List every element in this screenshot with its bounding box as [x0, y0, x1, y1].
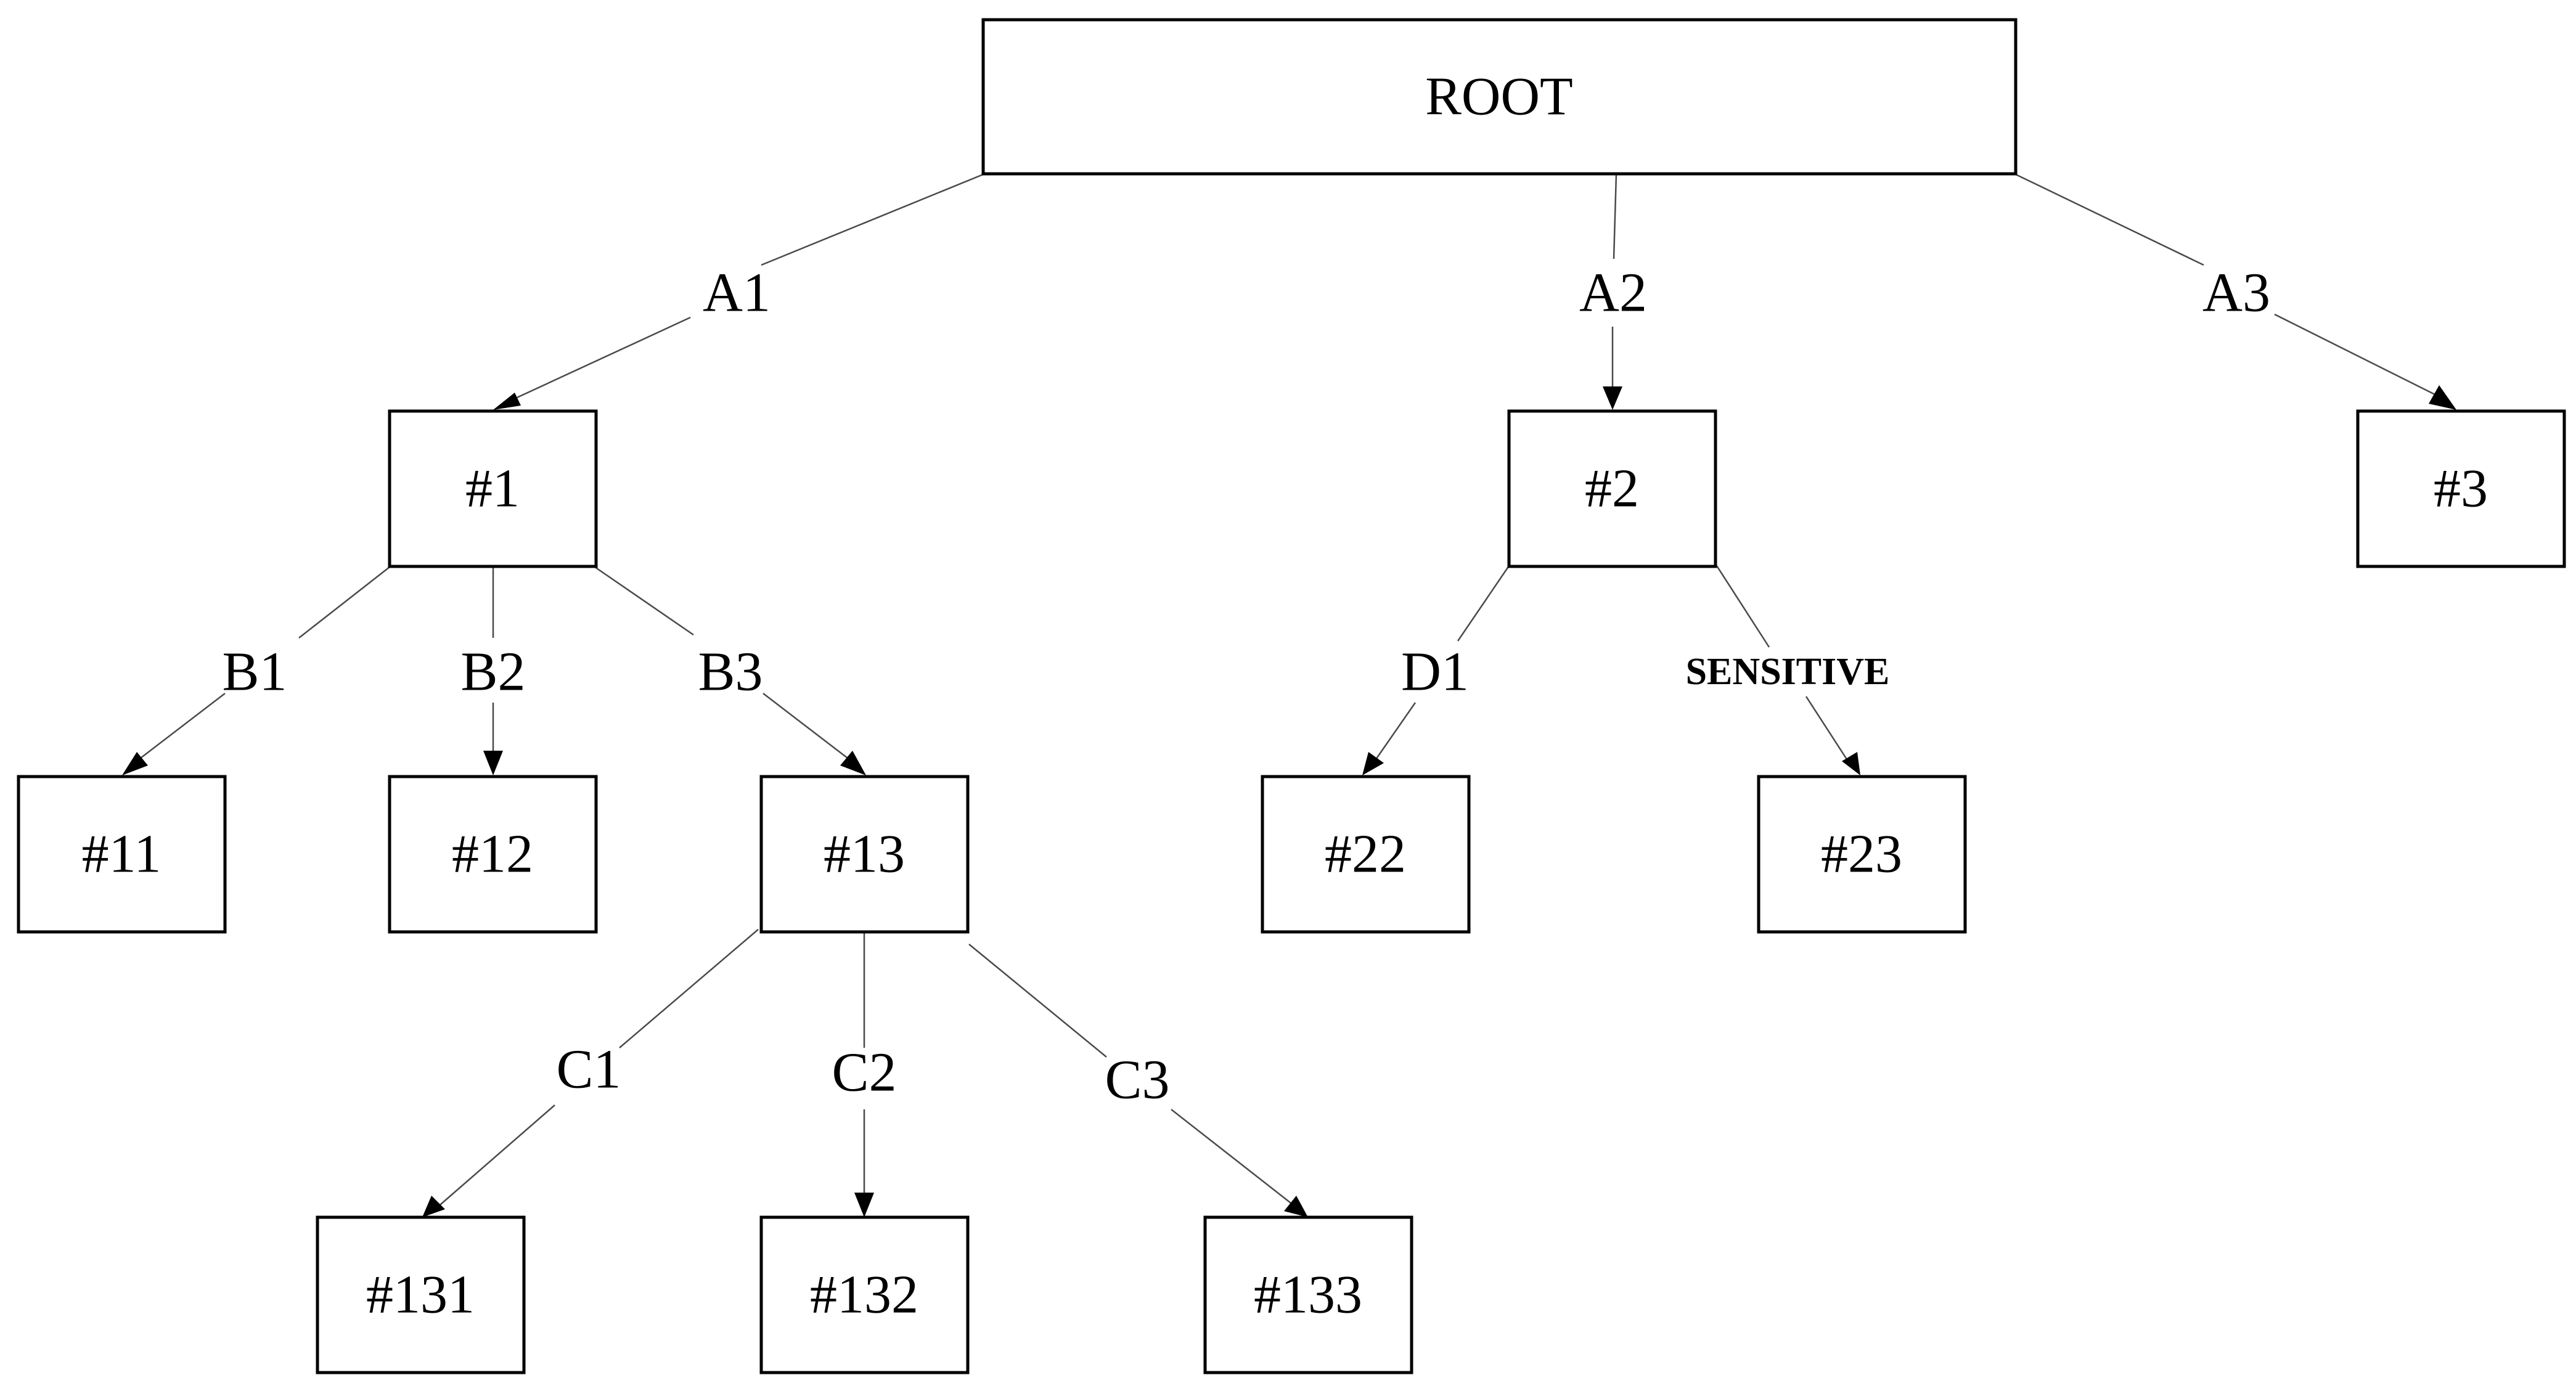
node-23-box [1757, 775, 1967, 934]
node-root: ROOT [981, 18, 2018, 176]
edge-c3-lower [1171, 1109, 1294, 1206]
node-1-label: #1 [465, 459, 520, 519]
edge-label-b2: B2 [460, 642, 525, 703]
edge-label-a3: A3 [2202, 263, 2270, 324]
arrowhead-to-n132 [854, 1193, 874, 1217]
node-2: #2 [1507, 409, 1717, 568]
nodes-layer: ROOT #1 #2 #3 #11 #12 #13 #22 [17, 18, 2566, 1374]
node-133-label: #133 [1254, 1265, 1362, 1325]
edge-sensitive-lower [1805, 696, 1849, 762]
edge-sensitive-upper [1715, 565, 1770, 648]
node-root-box [981, 18, 2018, 176]
edge-c1-upper [619, 929, 759, 1048]
edge-a2-upper [1613, 174, 1617, 259]
edge-label-a1: A1 [703, 263, 771, 324]
edge-b1-lower [140, 693, 226, 759]
node-22: #22 [1261, 775, 1471, 934]
node-3: #3 [2356, 409, 2566, 568]
node-2-label: #2 [1585, 459, 1639, 519]
arrowhead-to-n22 [1362, 752, 1384, 775]
node-2-box [1507, 409, 1717, 568]
edge-c1-lower [436, 1104, 555, 1209]
node-3-label: #3 [2434, 459, 2488, 519]
arrowhead-to-n23 [1842, 752, 1860, 775]
node-132-label: #132 [810, 1265, 918, 1325]
edge-label-a2: A2 [1579, 263, 1647, 324]
arrowhead-to-n133 [1284, 1196, 1308, 1217]
node-131-label: #131 [366, 1265, 475, 1325]
arrowhead-to-n12 [483, 751, 503, 775]
node-22-box [1261, 775, 1471, 934]
edge-d1-upper [1457, 565, 1510, 642]
edge-label-sensitive: SENSITIVE [1686, 651, 1890, 693]
node-22-label: #22 [1325, 825, 1406, 884]
node-13: #13 [759, 775, 970, 934]
arrowheads-layer [122, 385, 2456, 1217]
node-12: #12 [388, 775, 598, 934]
node-1: #1 [388, 409, 598, 568]
node-23-label: #23 [1821, 825, 1902, 884]
edge-a3-lower [2274, 313, 2435, 396]
arrowhead-to-n11 [122, 752, 148, 775]
node-11-box [17, 775, 227, 934]
edge-label-b1: B1 [222, 642, 287, 703]
arrowhead-to-n1 [493, 393, 521, 410]
arrowhead-to-n131 [422, 1196, 445, 1217]
node-13-label: #13 [824, 825, 905, 884]
edge-a1-upper [761, 173, 984, 266]
node-12-box [388, 775, 598, 934]
edge-label-b3: B3 [698, 642, 763, 703]
edge-b3-upper [594, 566, 694, 636]
node-131: #131 [316, 1215, 526, 1374]
node-11-label: #11 [82, 825, 162, 884]
arrowhead-to-n3 [2429, 385, 2456, 410]
arrowhead-to-n13 [840, 751, 866, 775]
node-133-box [1203, 1215, 1413, 1374]
edges-layer [140, 173, 2435, 1209]
node-1-box [388, 409, 598, 568]
edge-a3-upper [2015, 173, 2204, 266]
node-133: #133 [1203, 1215, 1413, 1374]
edge-label-d1: D1 [1401, 642, 1469, 703]
edge-c3-upper [968, 944, 1107, 1058]
node-23: #23 [1757, 775, 1967, 934]
node-131-box [316, 1215, 526, 1374]
node-12-label: #12 [452, 825, 533, 884]
edge-label-c2: C2 [832, 1042, 896, 1103]
node-13-box [759, 775, 970, 934]
node-root-label: ROOT [1425, 67, 1573, 127]
edge-labels-layer: A1 A2 A3 B1 B2 B3 D1 SENSITIVE C1 C2 C3 [222, 263, 2270, 1111]
edge-b1-upper [298, 566, 390, 639]
node-132: #132 [759, 1215, 970, 1374]
edge-label-c3: C3 [1105, 1050, 1169, 1111]
edge-label-c1: C1 [556, 1039, 621, 1100]
node-132-box [759, 1215, 970, 1374]
edge-a1-lower [510, 316, 691, 402]
node-11: #11 [17, 775, 227, 934]
edge-d1-lower [1373, 702, 1417, 762]
edge-b3-lower [763, 693, 848, 759]
node-3-box [2356, 409, 2566, 568]
arrowhead-to-n2 [1603, 386, 1622, 410]
